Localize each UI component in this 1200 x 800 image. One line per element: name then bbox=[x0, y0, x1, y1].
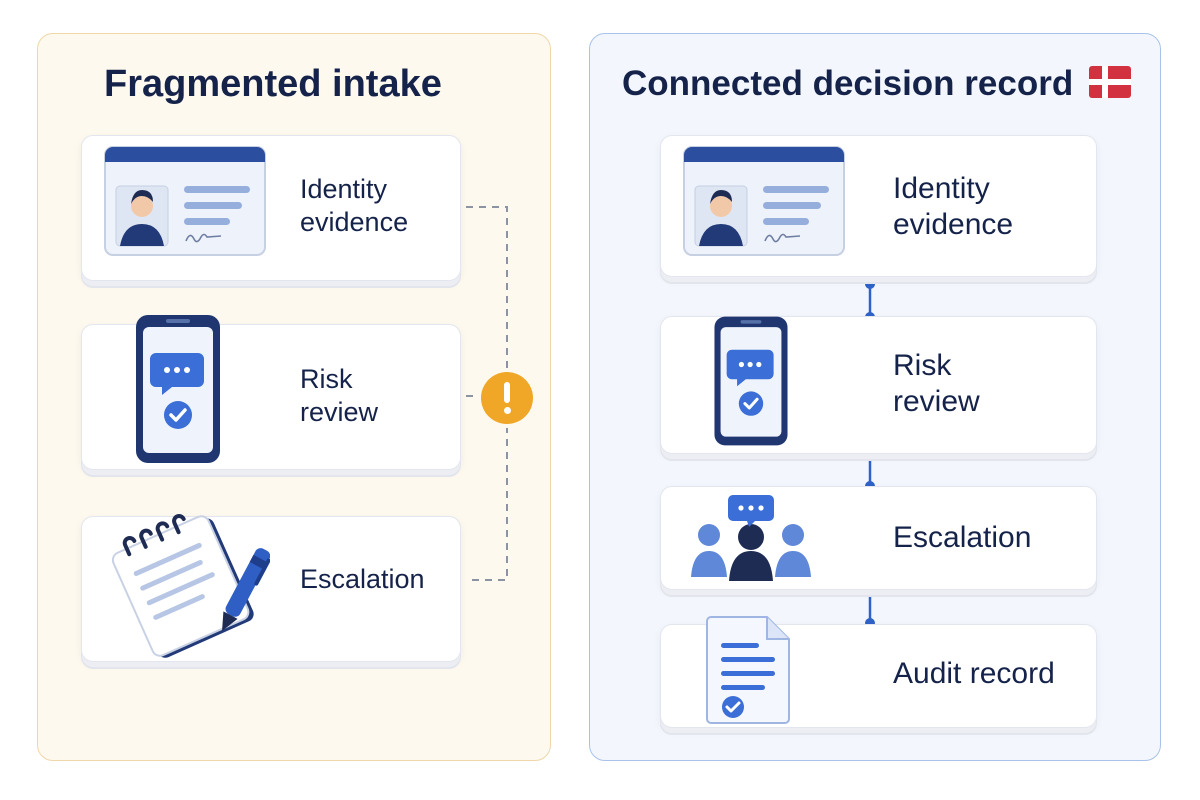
left-card-escalation: Escalation bbox=[81, 514, 461, 662]
notepad-pen-icon bbox=[98, 509, 270, 659]
left-card-label: Risk review bbox=[300, 364, 379, 427]
right-card-escalation: Escalation bbox=[660, 486, 1097, 590]
right-card-label: Audit record bbox=[893, 657, 1055, 690]
left-panel-title: Fragmented intake bbox=[104, 63, 442, 105]
right-card-label: Risk review bbox=[893, 349, 980, 418]
document-check-icon bbox=[705, 613, 793, 725]
left-card-label: Identity evidence bbox=[300, 174, 409, 237]
phone-chat-check-icon bbox=[711, 313, 791, 449]
right-card-label: Identity evidence bbox=[893, 172, 1014, 241]
right-card-label: Escalation bbox=[893, 521, 1032, 554]
right-card-identity-evidence: Identity evidence bbox=[660, 135, 1097, 277]
right-card-risk-review: Risk review bbox=[660, 316, 1097, 454]
left-card-identity-evidence: Identity evidence bbox=[81, 135, 461, 281]
id-card-icon bbox=[681, 144, 847, 260]
exclamation-icon bbox=[481, 372, 533, 424]
left-card-label: Escalation bbox=[300, 564, 425, 594]
team-chat-icon bbox=[689, 491, 813, 583]
left-card-risk-review: Risk review bbox=[81, 315, 461, 470]
id-card-icon bbox=[102, 144, 268, 260]
denmark-flag-icon bbox=[1089, 66, 1131, 98]
right-panel-title: Connected decision record bbox=[622, 64, 1074, 103]
right-card-audit-record: Audit record bbox=[660, 616, 1097, 728]
phone-chat-check-icon bbox=[132, 311, 224, 467]
